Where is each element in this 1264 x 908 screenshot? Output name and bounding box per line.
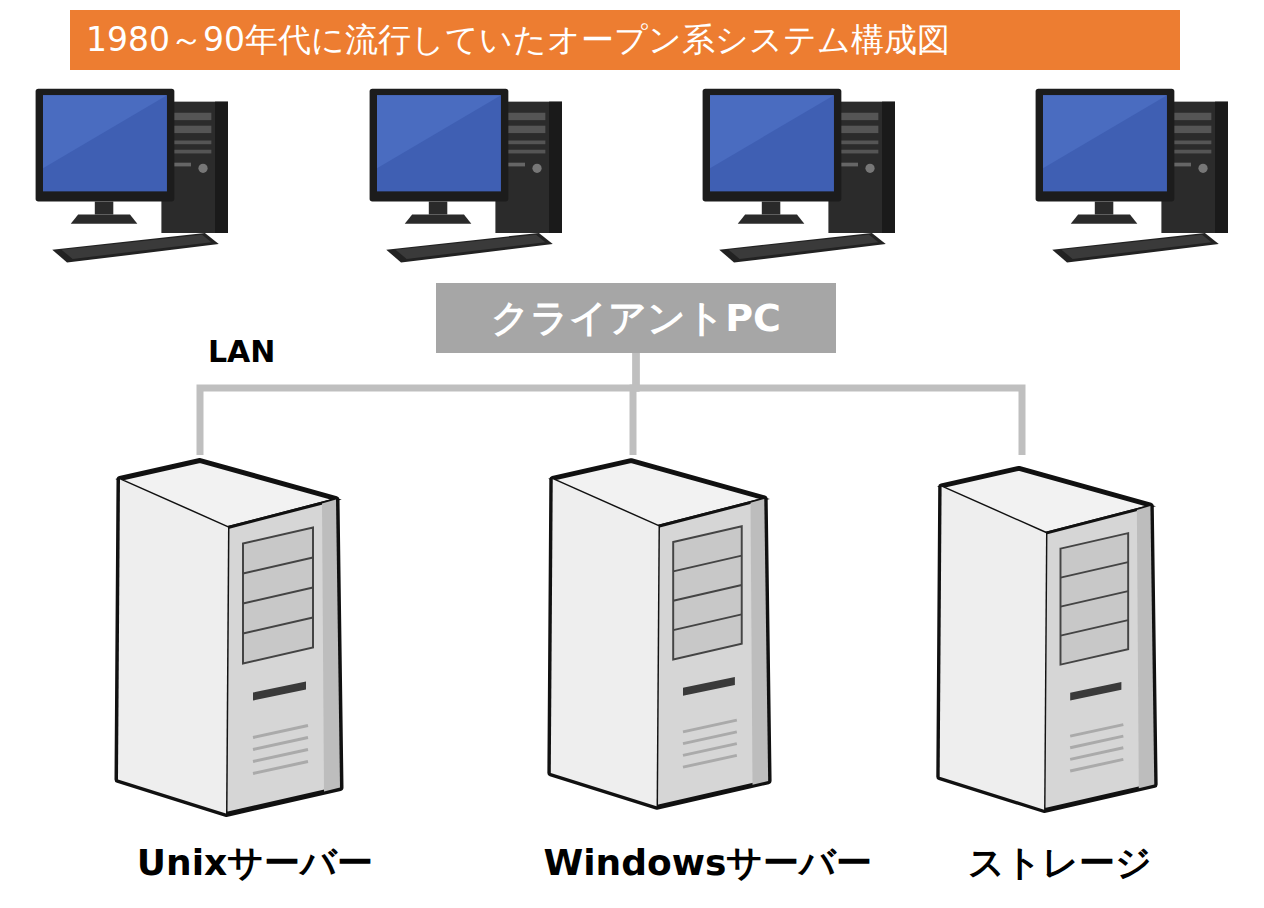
title-text: 1980～90年代に流行していたオープン系システム構成図 xyxy=(86,18,950,63)
unix-server: Unixサーバー xyxy=(95,455,415,885)
network-label: LAN xyxy=(208,334,275,369)
lan-cable xyxy=(636,353,1022,455)
node-label: Unixサーバー xyxy=(95,841,415,885)
title-bar: 1980～90年代に流行していたオープン系システム構成図 xyxy=(70,10,1180,70)
node-label: ストレージ xyxy=(910,841,1210,885)
storage: ストレージ xyxy=(910,455,1210,885)
windows-server: Windowsサーバー xyxy=(518,455,898,885)
node-label: Windowsサーバー xyxy=(518,841,898,885)
node-label: クライアントPC xyxy=(491,293,781,344)
client-label-box: クライアントPC xyxy=(436,283,836,353)
